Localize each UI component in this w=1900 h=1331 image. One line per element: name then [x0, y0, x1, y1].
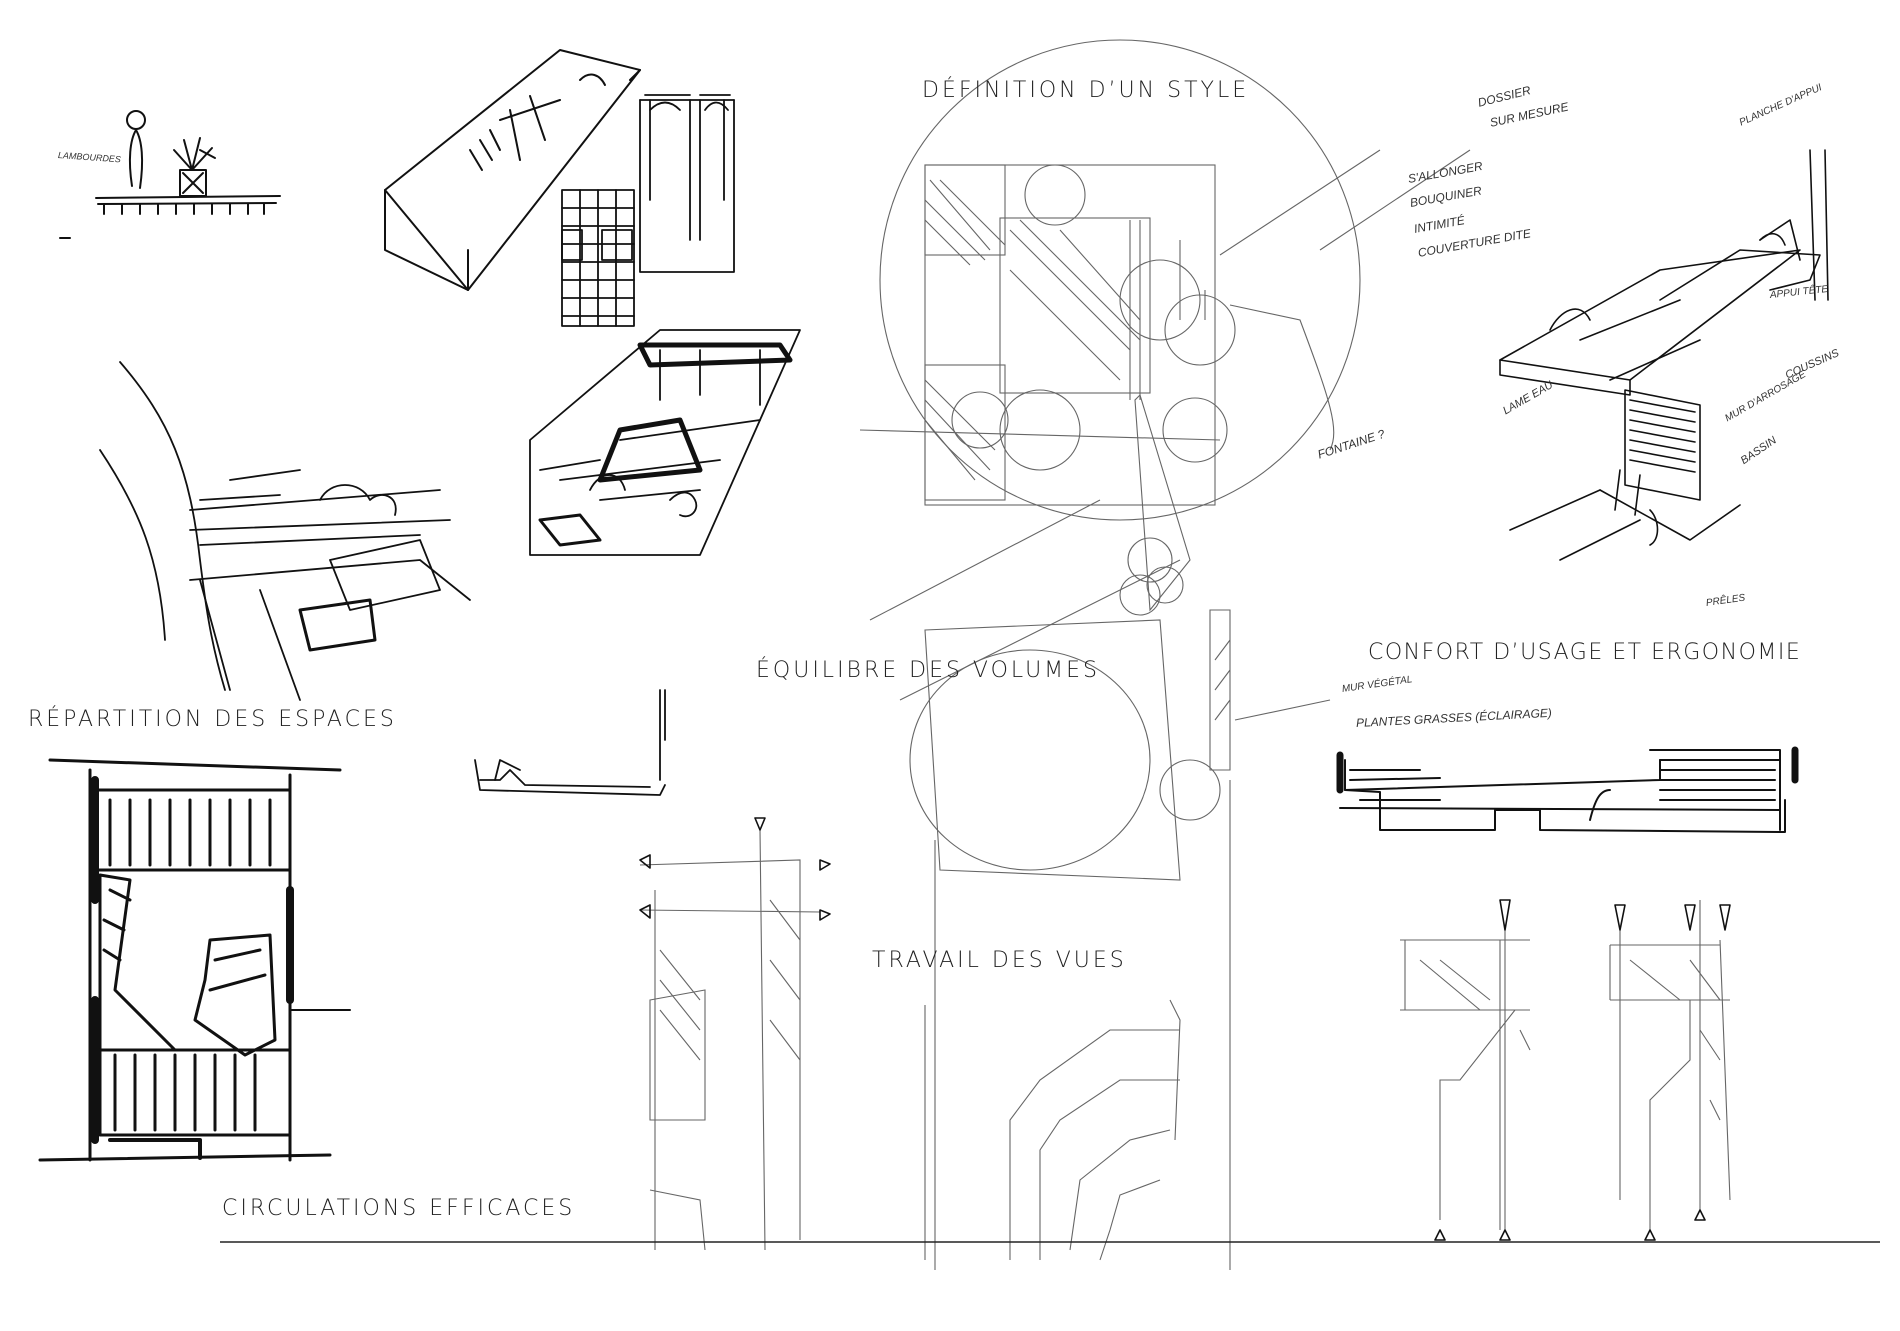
isometric-planter-sketch	[384, 49, 641, 291]
title-confort-usage: CONFORT D’USAGE ET ERGONOMIE	[1368, 640, 1802, 665]
title-definition-style: DÉFINITION D’UN STYLE	[922, 78, 1250, 103]
trellis-grid-sketch	[561, 189, 635, 327]
title-travail-vues: TRAVAIL DES VUES	[872, 948, 1127, 973]
perspective-terrace-sketch	[99, 361, 471, 701]
title-circulations: CIRCULATIONS EFFICACES	[222, 1196, 576, 1221]
title-equilibre-volumes: ÉQUILIBRE DES VOLUMES	[756, 658, 1101, 683]
master-plan-sketch	[859, 39, 1471, 1270]
circulation-diagram-right	[1400, 900, 1731, 1230]
lounge-section-sketch	[474, 689, 666, 796]
bench-elevation-sketch	[59, 110, 281, 239]
space-allocation-plan	[38, 758, 351, 1162]
view-arrows-left	[639, 817, 831, 921]
pergola-terrace-sketch	[529, 329, 801, 556]
bench-perspective-sketch	[1499, 149, 1829, 396]
title-repartition-espaces: RÉPARTITION DES ESPACES	[28, 707, 397, 732]
ergonomic-section-sketch	[1336, 746, 1799, 833]
views-study-left	[639, 829, 821, 1251]
views-study-center	[924, 999, 1181, 1261]
circulation-arrows-right	[1434, 899, 1731, 1241]
tall-planters-sketch	[639, 94, 735, 273]
water-wall-sketch	[1509, 389, 1741, 561]
